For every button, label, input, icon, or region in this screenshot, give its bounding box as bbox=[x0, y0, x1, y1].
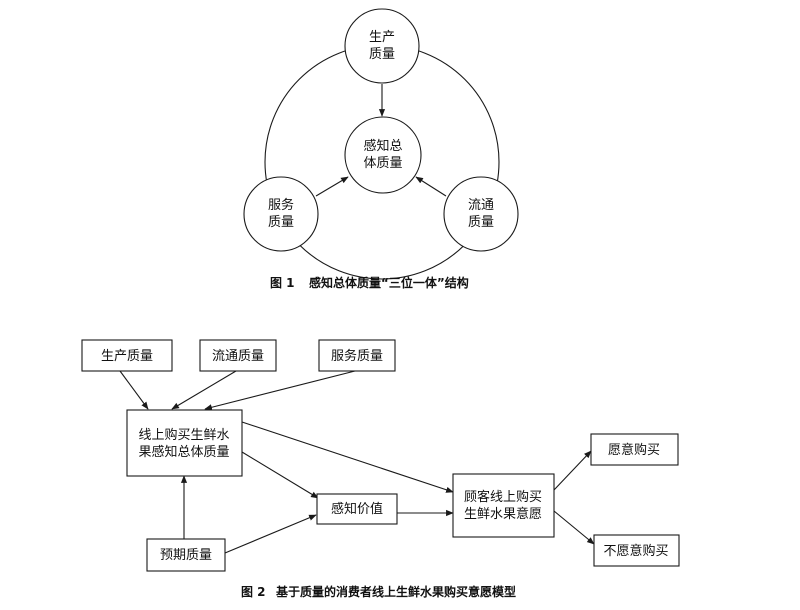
box-unwilling-to-buy: 不愿意购买 bbox=[593, 534, 680, 567]
arrow-service-to-total bbox=[315, 176, 349, 197]
arrow-circulation-to-total bbox=[171, 370, 237, 410]
box-total-perceived-quality: 线上购买生鲜水 果感知总体质量 bbox=[126, 409, 243, 477]
arrow-circulation-to-total bbox=[415, 176, 447, 197]
figure-2-caption-number: 图 2 bbox=[241, 585, 266, 599]
figure-1-caption-text: 感知总体质量“三位一体”结构 bbox=[309, 275, 469, 290]
box-production-quality: 生产质量 bbox=[81, 339, 173, 372]
box-expected-label: 预期质量 bbox=[160, 548, 212, 563]
box-expected-quality: 预期质量 bbox=[146, 538, 226, 572]
arrow-service-to-total bbox=[204, 370, 356, 411]
box-perceived-value: 感知价值 bbox=[316, 493, 398, 525]
box-value-label: 感知价值 bbox=[331, 501, 383, 517]
arrow-intention-to-willing bbox=[553, 450, 592, 491]
box-service-quality: 服务质量 bbox=[318, 339, 396, 372]
figure-1-caption-number: 图 1 bbox=[270, 276, 295, 290]
node-production-line2: 质量 bbox=[369, 47, 395, 62]
arrow-expected-to-value bbox=[224, 514, 317, 554]
node-production-line1: 生产 bbox=[369, 30, 395, 45]
node-circulation-quality: 流通 质量 bbox=[443, 176, 519, 252]
box-total-line1: 线上购买生鲜水 bbox=[138, 427, 229, 443]
box-circulation-label: 流通质量 bbox=[212, 349, 264, 364]
figure-1: 生产 质量 感知总 体质量 服务 质量 流通 质量 图 1 感知总体质量“三位一… bbox=[243, 8, 519, 290]
box-willing-label: 愿意购买 bbox=[608, 442, 660, 458]
arrow-intention-to-unwilling bbox=[553, 510, 595, 545]
node-total-perceived-quality: 感知总 体质量 bbox=[344, 116, 422, 194]
node-service-line1: 服务 bbox=[268, 197, 294, 213]
arrow-total-to-intention bbox=[241, 421, 454, 493]
node-circulation-line2: 质量 bbox=[468, 215, 494, 230]
node-total-line1: 感知总 bbox=[363, 138, 402, 154]
box-purchase-intention: 顾客线上购买 生鲜水果意愿 bbox=[452, 473, 555, 538]
box-total-line2: 果感知总体质量 bbox=[138, 444, 229, 460]
node-circulation-line1: 流通 bbox=[468, 198, 494, 213]
figure-2-caption-text: 基于质量的消费者线上生鲜水果购买意愿模型 bbox=[275, 584, 516, 599]
node-service-line2: 质量 bbox=[268, 215, 294, 230]
box-production-label: 生产质量 bbox=[101, 349, 153, 364]
node-total-line2: 体质量 bbox=[363, 156, 402, 171]
node-service-quality: 服务 质量 bbox=[243, 176, 319, 252]
box-intention-line1: 顾客线上购买 bbox=[464, 489, 542, 505]
box-circulation-quality: 流通质量 bbox=[199, 339, 277, 372]
box-willing-to-buy: 愿意购买 bbox=[590, 433, 679, 466]
box-unwilling-label: 不愿意购买 bbox=[603, 543, 668, 559]
figure-2: 生产质量 流通质量 服务质量 线上购买生鲜水 果感知总体质量 感知价值 预期质量… bbox=[81, 339, 680, 599]
arrow-production-to-total bbox=[119, 370, 149, 410]
box-service-label: 服务质量 bbox=[331, 348, 383, 364]
box-intention-line2: 生鲜水果意愿 bbox=[464, 506, 542, 522]
arrow-total-to-value bbox=[241, 451, 319, 499]
node-production-quality: 生产 质量 bbox=[344, 8, 420, 84]
